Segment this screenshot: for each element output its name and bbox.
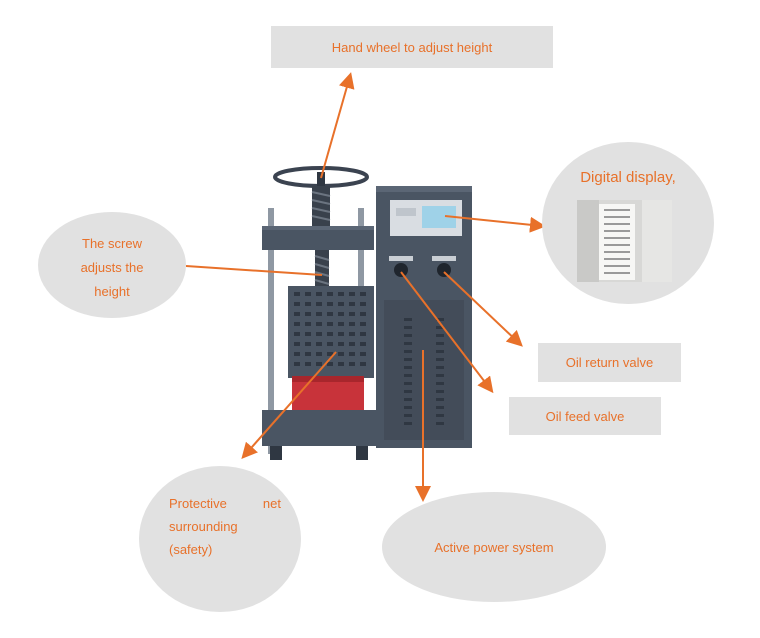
oil-return-valve-label: Oil return valve	[538, 343, 681, 382]
net-word-protective: Protective	[169, 496, 227, 511]
screw-label-text: The screw adjusts the height	[80, 236, 144, 299]
receipt-printout-image	[577, 200, 672, 282]
machine-base	[262, 410, 376, 446]
protective-net	[288, 286, 374, 378]
top-screw	[311, 186, 331, 228]
digital-display-callout: Digital display,	[542, 142, 714, 304]
net-word-surrounding: surrounding	[169, 519, 238, 534]
protective-net-text: Protective net surrounding (safety)	[169, 492, 281, 561]
control-cabinet	[376, 186, 472, 448]
oil-feed-valve-knob	[394, 263, 408, 277]
digital-display-label: Digital display,	[580, 169, 676, 186]
net-word-net: net	[262, 496, 281, 511]
oil-return-valve-knob	[437, 263, 451, 277]
left-column	[268, 208, 274, 454]
screw-label: The screw adjusts the height	[38, 212, 186, 318]
hand-wheel-icon	[273, 166, 369, 188]
hand-wheel-label: Hand wheel to adjust height	[271, 26, 553, 68]
net-word-safety: (safety)	[169, 542, 213, 557]
active-power-label: Active power system	[382, 492, 606, 602]
oil-feed-valve-label: Oil feed valve	[509, 397, 661, 435]
cabinet-door	[384, 300, 464, 440]
protective-net-label: Protective net surrounding (safety)	[139, 466, 301, 612]
